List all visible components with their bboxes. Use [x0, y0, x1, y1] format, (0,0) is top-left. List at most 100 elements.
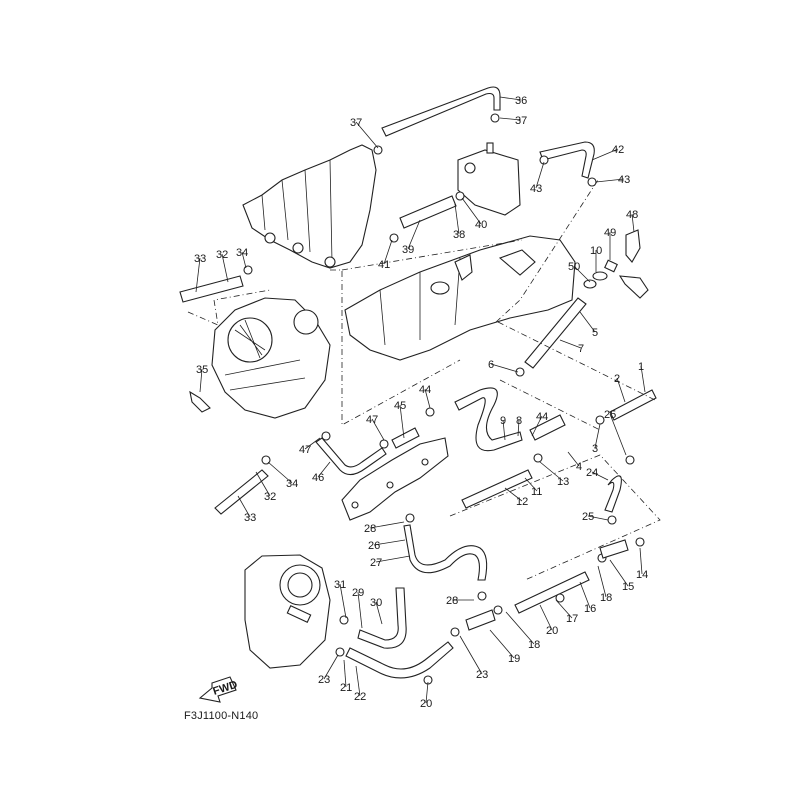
part-number-label: 14 [636, 569, 648, 581]
callout-7: 7 [559, 339, 584, 355]
leader-line [369, 521, 405, 529]
part-number-label: 45 [394, 400, 406, 412]
clamps [189, 113, 649, 685]
water-jacket-plate [457, 142, 521, 216]
exhaust-body [344, 235, 576, 361]
pump-assembly [244, 554, 331, 669]
callout-43: 43 [595, 174, 630, 186]
callout-5: 5 [579, 311, 598, 339]
part-number-label: 46 [312, 472, 324, 484]
leader-line [267, 461, 293, 484]
leader-line [539, 461, 564, 482]
leader-line [317, 461, 331, 478]
callout-1: 1 [638, 361, 646, 393]
callout-20: 20 [539, 604, 558, 637]
callout-48: 48 [626, 209, 638, 233]
leader-line [221, 253, 229, 283]
leader-line [407, 219, 421, 250]
part-number-label: 11 [531, 486, 542, 498]
leader-line [373, 539, 406, 546]
callout-16: 16 [579, 581, 596, 615]
supercharger-housing [211, 297, 331, 419]
callout-35: 35 [196, 364, 208, 393]
leader-line [591, 148, 619, 161]
part-number-label: 34 [286, 478, 298, 490]
part-number-label: 35 [196, 364, 208, 376]
part-number-label: 34 [236, 247, 248, 259]
leader-line [199, 368, 203, 393]
callout-13: 13 [539, 461, 569, 488]
part-number-label: 28 [364, 523, 376, 535]
callout-15: 15 [609, 559, 634, 593]
part-number-label: 15 [622, 581, 634, 593]
callout-49: 49 [604, 227, 616, 260]
part-number-label: 25 [604, 409, 616, 421]
part-number-label: 13 [557, 476, 569, 488]
part-number-label: 30 [370, 597, 382, 609]
part-number-label: 4 [576, 461, 582, 473]
leader-line [323, 654, 339, 680]
callout-25: 25 [604, 409, 627, 456]
callout-32: 32 [216, 249, 229, 283]
water-rail [341, 437, 449, 521]
callout-31: 31 [334, 579, 347, 619]
part-number-label: 33 [244, 512, 256, 524]
callout-40: 40 [461, 197, 487, 231]
part-number-label: 42 [612, 144, 624, 156]
part-number-label: 2 [614, 373, 620, 385]
leader-line [535, 161, 545, 189]
leader-line [539, 604, 553, 631]
part-number-label: 47 [299, 444, 311, 456]
callout-32: 32 [255, 471, 276, 503]
callout-24: 24 [586, 467, 609, 481]
callout-18: 18 [597, 565, 612, 604]
callout-19: 19 [489, 629, 520, 665]
diagram-caption: F3J1100-N140 [184, 710, 259, 722]
leader-line [454, 203, 460, 235]
assembly-lines [187, 179, 661, 581]
leader-line [343, 659, 347, 688]
leader-line [355, 665, 361, 697]
part-number-label: 26 [368, 540, 380, 552]
callout-44: 44 [419, 384, 431, 409]
part-number-label: 47 [366, 414, 378, 426]
leader-line [559, 339, 582, 349]
leader-line [502, 419, 506, 441]
callout-9: 9 [500, 415, 506, 441]
leader-line [609, 413, 627, 456]
part-number-label: 22 [354, 691, 366, 703]
callout-38: 38 [453, 203, 465, 241]
fwd-arrow-icon: FWD [198, 676, 239, 703]
part-number-label: 16 [584, 603, 596, 615]
callout-36: 36 [499, 95, 527, 107]
callout-47: 47 [299, 437, 321, 456]
leader-line [597, 565, 607, 598]
part-number-label: 20 [546, 625, 558, 637]
leader-line [595, 178, 625, 183]
callout-42: 42 [591, 144, 624, 161]
callout-2: 2 [614, 373, 626, 403]
part-number-label: 37 [515, 115, 527, 127]
part-number-label: 6 [488, 359, 494, 371]
leader-line [555, 599, 573, 619]
part-number-label: 23 [476, 669, 488, 681]
leader-line [594, 423, 601, 449]
part-number-label: 18 [528, 639, 540, 651]
callout-23: 23 [318, 654, 339, 686]
callout-3: 3 [592, 423, 601, 455]
part-number-label: 40 [475, 219, 487, 231]
callout-25: 25 [582, 511, 609, 523]
part-number-label: 8 [516, 415, 522, 427]
part-number-label: 10 [590, 245, 602, 257]
callout-33: 33 [194, 253, 206, 293]
leader-line [499, 96, 522, 101]
callout-27: 27 [370, 555, 411, 569]
callout-50: 50 [568, 261, 591, 283]
part-number-label: 12 [516, 496, 528, 508]
part-number-label: 33 [194, 253, 206, 265]
callout-41: 41 [378, 239, 393, 271]
leader-line [579, 581, 591, 609]
leader-line [616, 377, 626, 403]
